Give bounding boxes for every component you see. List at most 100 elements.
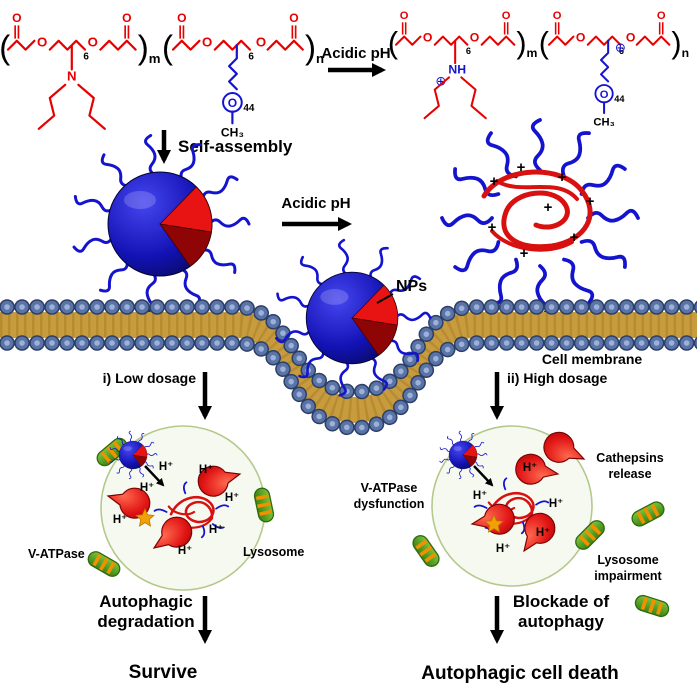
subscript-6: 6 <box>83 52 89 63</box>
polymer-chain <box>530 118 545 172</box>
circled-plus-charge: ⊕ <box>435 74 446 89</box>
carbonyl-double-bond <box>179 25 185 39</box>
oxygen-atom: O <box>600 89 609 101</box>
swollen-core-scribble <box>490 229 574 252</box>
oxygen-atom: O <box>12 11 21 25</box>
cell-death-outcome: Blockade of autophagy Autophagic cell de… <box>421 592 618 684</box>
bracket: ) <box>671 26 681 60</box>
low-dosage-branch: i) Low dosage <box>103 370 212 420</box>
proton: H⁺ <box>199 464 213 476</box>
polymer-structure-protonated: O O 6 O O ( ) m NH ⊕ O O 6 O O ( ) n ⊕ O… <box>388 10 689 128</box>
polymer-backbone-segment <box>266 39 304 51</box>
oxygen-atom: O <box>37 34 47 49</box>
nps-label: NPs <box>396 278 427 295</box>
swollen-core-scribble <box>495 179 579 201</box>
nps-pointer-line <box>376 293 394 304</box>
butyl-arm <box>37 83 67 130</box>
positive-charge: + <box>586 193 595 210</box>
carbonyl-double-bond <box>554 22 560 35</box>
self-assembly-transition: Self-assembly <box>157 130 293 164</box>
proton: H⁺ <box>225 492 239 504</box>
polymer-backbone-segment <box>48 39 87 51</box>
oxygen-atom: O <box>177 11 186 25</box>
proton: H⁺ <box>549 498 563 510</box>
polymer-backbone-segment <box>586 35 622 46</box>
subscript-6: 6 <box>248 52 254 63</box>
butyl-arm <box>460 76 487 120</box>
peg-chain <box>599 39 610 83</box>
blockade-label-line2: autophagy <box>518 612 604 631</box>
low-dosage-label: i) Low dosage <box>103 370 197 386</box>
self-assembly-label: Self-assembly <box>178 137 293 156</box>
positive-charge: + <box>570 229 579 246</box>
polymer-chain <box>440 213 494 228</box>
v-atpase-dysfunction-label-line1: V-ATPase <box>361 481 418 495</box>
oxygen-atom: O <box>228 96 237 110</box>
bracket: ( <box>0 28 10 65</box>
survive-outcome: Autophagic degradation Survive <box>97 592 212 683</box>
high-dosage-vesicle: H⁺ H⁺ H⁺ H⁺ H⁺ V-ATPase dysfunction Cath… <box>354 425 673 621</box>
cell-membrane-label: Cell membrane <box>542 351 643 367</box>
carbonyl-double-bond <box>401 22 407 35</box>
oxygen-atom: O <box>553 10 562 22</box>
subscript-n: n <box>316 51 324 66</box>
carbonyl-double-bond <box>658 22 664 35</box>
polymer-chain <box>451 237 504 276</box>
polymer-backbone-segment <box>547 35 575 46</box>
carbonyl-double-bond <box>124 25 130 39</box>
oxygen-atom: O <box>576 31 586 45</box>
polymer-chain <box>486 256 525 309</box>
lysosome-impairment-label-line1: Lysosome <box>597 553 658 567</box>
proton: H⁺ <box>113 514 127 526</box>
survive-label: Survive <box>129 662 198 683</box>
bracket: ( <box>539 26 549 60</box>
proton: H⁺ <box>178 545 192 557</box>
polymer-backbone-segment <box>433 35 469 46</box>
circled-plus-charge: ⊕ <box>615 40 626 55</box>
polymer-chain <box>578 233 631 272</box>
proton: H⁺ <box>159 461 173 473</box>
oxygen-atom: O <box>122 11 131 25</box>
bracket: ( <box>162 28 173 65</box>
polymer-backbone-segment <box>635 35 671 46</box>
nanoparticle-at-membrane: NPs <box>276 240 430 396</box>
carbonyl-double-bond <box>503 22 509 35</box>
oxygen-atom: O <box>502 10 511 22</box>
acidic-ph-mid-transition: Acidic pH <box>281 195 352 231</box>
autophagic-cell-death-label: Autophagic cell death <box>421 663 618 684</box>
positive-charge: + <box>558 169 567 186</box>
bracket: ( <box>388 26 398 60</box>
lysosome-impairment-label-line2: impairment <box>594 569 662 583</box>
nanoparticle <box>73 135 249 313</box>
positive-charge: + <box>544 199 553 216</box>
proton: H⁺ <box>209 524 223 536</box>
cell-membrane: Cell membrane <box>0 299 697 436</box>
butyl-arm <box>423 76 451 120</box>
positive-charge: + <box>517 159 526 176</box>
methyl-group: CH₃ <box>593 116 614 128</box>
bracket: ) <box>305 28 316 65</box>
oxygen-atom: O <box>400 10 409 22</box>
membrane-lipid-core <box>0 312 697 424</box>
proton: H⁺ <box>140 482 154 494</box>
subscript-n: n <box>682 46 689 60</box>
subscript-6: 6 <box>466 46 471 56</box>
v-atpase-pump <box>408 530 444 572</box>
blockade-label-line1: Blockade of <box>513 592 610 611</box>
positive-charge: + <box>490 173 499 190</box>
polymer-chain <box>559 254 598 307</box>
polymer-backbone-segment <box>171 39 201 51</box>
positive-charge: + <box>488 219 497 236</box>
cathepsins-release-label-line2: release <box>608 467 651 481</box>
high-dosage-branch: ii) High dosage <box>490 370 608 420</box>
peg-chain <box>228 44 238 91</box>
oxygen-atom: O <box>256 34 266 49</box>
v-atpase-dysfunction-label-line2: dysfunction <box>354 497 425 511</box>
oxygen-atom: O <box>470 31 480 45</box>
methyl-group: CH₃ <box>221 126 244 140</box>
bracket: ) <box>138 28 149 65</box>
acidic-ph-mid-label: Acidic pH <box>281 195 350 212</box>
carbonyl-double-bond <box>14 25 20 39</box>
proton: H⁺ <box>536 527 550 539</box>
